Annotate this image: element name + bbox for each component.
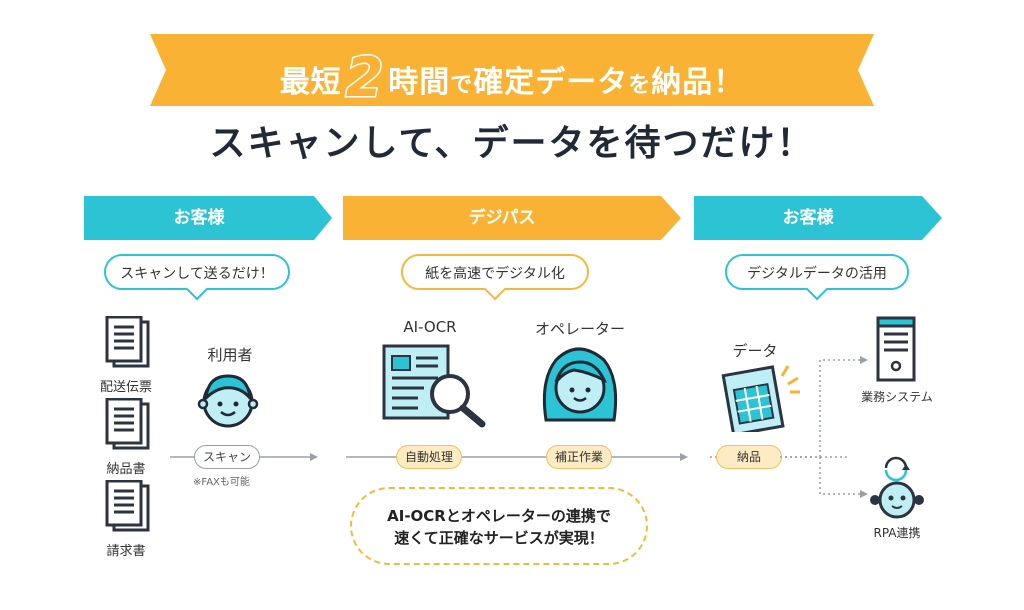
headline: スキャンして、データを待つだけ！ xyxy=(209,123,815,164)
stage-arrow-customer-2 xyxy=(694,196,942,240)
banner-ribbon-shape xyxy=(150,34,874,106)
banner-part4: 確定データ xyxy=(473,65,629,100)
output-connectors xyxy=(780,356,868,498)
spreadsheet-icon xyxy=(721,365,800,432)
banner-part2: 時間 xyxy=(388,65,451,100)
document-stack-icon xyxy=(105,316,150,368)
banner-part3: で xyxy=(450,73,474,98)
bubble-customer-1: スキャンして送るだけ！ xyxy=(104,254,290,301)
user-label: 利用者 xyxy=(207,346,253,364)
step-pill-scan: スキャン xyxy=(194,445,260,469)
bubble-digipass-text: 紙を高速でデジタル化 xyxy=(425,266,565,282)
stage-label-customer-1: お客様 xyxy=(173,208,225,228)
ai-ocr-label: AI-OCR xyxy=(403,318,457,336)
fax-note: ※FAXも可能 xyxy=(193,477,250,488)
data-label: データ xyxy=(732,342,778,360)
stage-label-customer-2: お客様 xyxy=(782,208,834,228)
doc-label-invoice: 請求書 xyxy=(106,544,146,559)
user-face-icon xyxy=(197,374,259,428)
server-icon xyxy=(876,316,916,382)
stage-label-digipass: デジパス xyxy=(468,208,536,228)
output-label-system: 業務システム xyxy=(861,390,933,404)
stage-arrow-customer-1 xyxy=(84,196,332,240)
step-pill-correct: 補正作業 xyxy=(546,445,612,469)
doc-label-shipping: 配送伝票 xyxy=(99,380,152,395)
document-stack-icon xyxy=(105,480,150,532)
summary-line-2: 速くて正確なサービスが実現！ xyxy=(394,529,604,547)
step-pill-deliver: 納品 xyxy=(716,445,782,469)
banner-part6: 納品！ xyxy=(651,65,745,100)
summary-line-1: AI-OCRとオペレーターの連携で xyxy=(387,507,611,525)
bubble-customer-1-text: スキャンして送るだけ！ xyxy=(120,266,274,282)
banner-number: 2 xyxy=(344,46,385,109)
bubble-customer-2: デジタルデータの活用 xyxy=(725,254,909,301)
operator-headset-icon xyxy=(542,347,618,422)
stage-arrow-digipass xyxy=(343,196,681,240)
operator-label: オペレーター xyxy=(534,320,625,338)
document-stack-icon xyxy=(105,398,150,450)
ocr-scan-icon xyxy=(382,344,486,428)
banner-part1: 最短 xyxy=(279,65,342,100)
banner-part5: を xyxy=(628,73,652,98)
doc-label-delivery: 納品書 xyxy=(106,462,146,477)
step-pill-auto: 自動処理 xyxy=(396,445,462,469)
robot-icon xyxy=(870,456,924,519)
bubble-customer-2-text: デジタルデータの活用 xyxy=(747,266,887,282)
bubble-digipass: 紙を高速でデジタル化 xyxy=(401,254,589,301)
summary-box: AI-OCRとオペレーターの連携で 速くて正確なサービスが実現！ xyxy=(350,487,648,565)
output-label-rpa: RPA連携 xyxy=(873,526,921,540)
